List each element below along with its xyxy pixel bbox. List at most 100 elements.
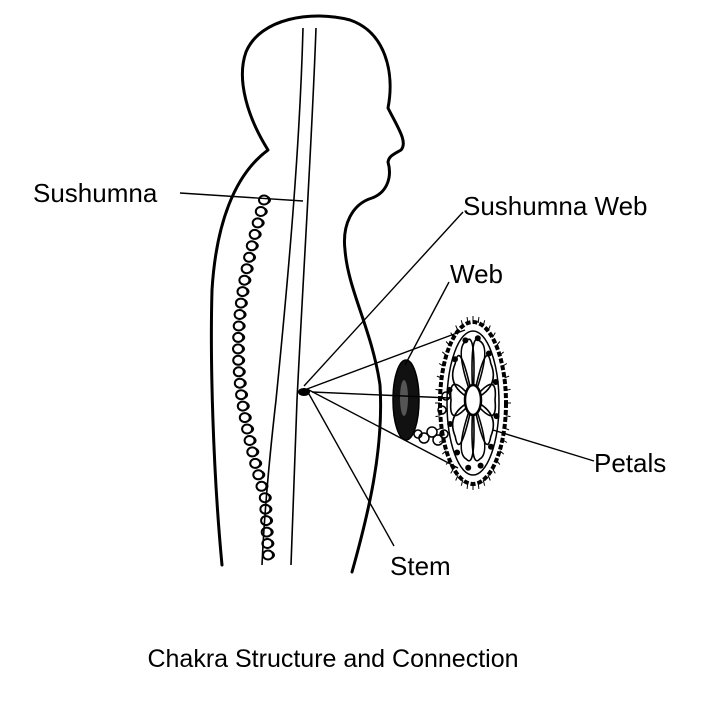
stem-root — [298, 388, 310, 396]
bristle — [491, 468, 496, 474]
vertebra-process — [264, 207, 268, 216]
petal-dots — [446, 335, 500, 471]
vertebra-process — [246, 402, 250, 410]
leader-sushumna-web — [303, 211, 464, 387]
petal — [471, 399, 486, 462]
vertebra — [232, 331, 245, 343]
vertebra — [246, 446, 259, 458]
leader-lines — [179, 192, 595, 547]
petal-dot — [452, 356, 458, 363]
vertebra — [258, 492, 271, 504]
vertebra-process — [250, 425, 255, 433]
vertebra-process — [247, 276, 252, 284]
vertebra-process — [248, 413, 252, 422]
connection-lines — [306, 329, 466, 469]
petal-dot — [485, 350, 492, 357]
bristle — [441, 351, 447, 356]
body-silhouette — [209, 14, 405, 574]
bristle — [487, 325, 491, 331]
petal-dot — [492, 379, 499, 385]
petal-dot — [493, 413, 500, 420]
bristle — [466, 317, 469, 324]
label-sushumna-web: Sushumna Web — [463, 191, 648, 221]
label-sushumna: Sushumna — [33, 178, 158, 208]
petal — [472, 399, 495, 446]
bristle — [477, 482, 480, 489]
vertebra — [255, 480, 268, 492]
bristle — [450, 468, 455, 474]
vertebra — [245, 240, 258, 252]
bristle — [455, 475, 459, 481]
bristle — [460, 479, 464, 486]
vertebra-process — [252, 253, 257, 262]
bristle — [487, 475, 491, 481]
petal-bristles — [435, 316, 511, 490]
vertebra — [232, 320, 245, 332]
flower-inner-ring — [446, 330, 500, 476]
vertebra — [232, 343, 244, 355]
leader-web — [404, 281, 450, 366]
petal-loops — [449, 338, 497, 462]
petal-dot — [447, 421, 454, 427]
vertebra-process — [268, 493, 272, 502]
vertebra-process — [270, 528, 274, 536]
bristle — [466, 482, 469, 489]
vertebra — [243, 251, 256, 263]
petal-dot — [474, 335, 481, 342]
vertebra — [232, 354, 245, 366]
leader-stem — [308, 393, 395, 547]
petal — [451, 399, 474, 446]
bristle — [460, 320, 464, 327]
vertebra-process — [250, 264, 254, 273]
vertebra — [249, 457, 262, 469]
bristle — [477, 317, 480, 324]
bristle — [435, 415, 441, 418]
vertebra — [252, 469, 265, 481]
stem-coils — [413, 391, 451, 446]
label-web: Web — [450, 259, 503, 289]
vertebra-process — [241, 356, 246, 365]
vertebra — [238, 274, 251, 286]
vertebra-process — [261, 219, 265, 227]
bristle — [504, 375, 510, 379]
petal — [472, 383, 497, 417]
vertebra-process — [242, 368, 246, 376]
bristle — [435, 388, 441, 391]
vertebra — [240, 263, 253, 275]
vertebra — [238, 412, 251, 424]
vertebra-process — [241, 345, 245, 353]
chakra-flower — [413, 316, 511, 490]
vertebra — [248, 228, 261, 240]
vertebra — [233, 309, 246, 320]
petal-dot — [454, 449, 461, 456]
petal-dot — [446, 386, 453, 393]
spine-vertebrae — [232, 194, 275, 561]
vertebra — [262, 549, 274, 561]
vertebra-process — [241, 333, 246, 342]
vertebra-process — [270, 539, 275, 548]
bristle — [482, 479, 486, 486]
vertebra-process — [252, 436, 257, 445]
bristle — [502, 363, 508, 367]
vertebra — [251, 217, 264, 229]
vertebra — [232, 366, 245, 378]
sushumna-channel — [261, 27, 317, 566]
vertebra-process — [261, 471, 266, 479]
vertebra-process — [264, 482, 269, 491]
vertebra-process — [244, 390, 249, 399]
petal — [472, 354, 495, 401]
bristle — [438, 363, 444, 367]
vertebra — [258, 194, 270, 206]
web-disc-highlight — [400, 380, 408, 416]
bristle — [495, 459, 501, 465]
vertebra — [241, 423, 254, 435]
vertebra — [243, 435, 256, 446]
vertebra-process — [243, 379, 247, 387]
vertebra — [234, 297, 247, 309]
vertebra — [235, 389, 248, 401]
bristle — [504, 427, 510, 431]
vertebra — [254, 206, 267, 217]
vertebra-process — [255, 448, 260, 456]
vertebra-process — [242, 310, 247, 319]
